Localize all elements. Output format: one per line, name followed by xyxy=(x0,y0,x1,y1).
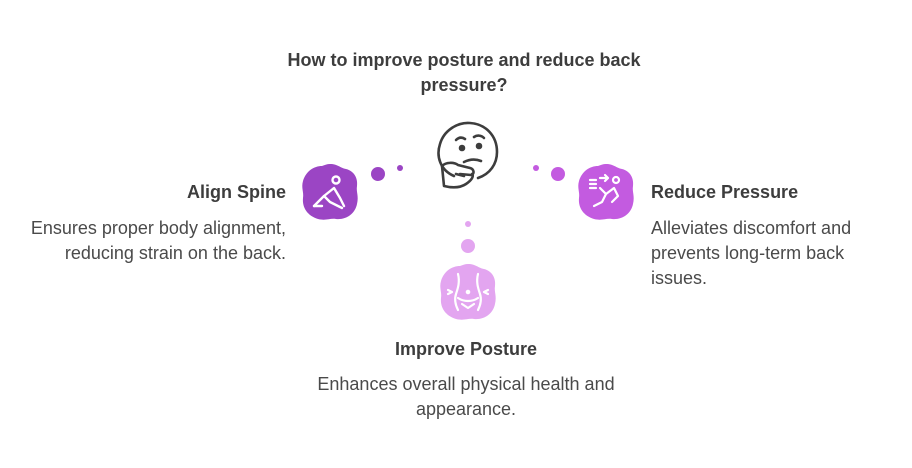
improve-posture-heading: Improve Posture xyxy=(394,339,538,359)
align-spine-heading: Align Spine xyxy=(187,182,286,202)
diagram-title: How to improve posture and reduce back p… xyxy=(287,50,641,95)
improve-posture-description: Enhances overall physical health and app… xyxy=(317,374,615,419)
connector-dot-left-small xyxy=(397,165,403,171)
connector-dot-bottom-small xyxy=(465,221,471,227)
torso-posture-icon xyxy=(440,264,496,320)
connector-dot-bottom-large xyxy=(461,239,475,253)
reduce-pressure-description: Alleviates discomfort and prevents long-… xyxy=(651,218,852,288)
reduce-pressure-heading: Reduce Pressure xyxy=(651,182,799,202)
connector-dot-right-large xyxy=(551,167,565,181)
stretching-person-icon xyxy=(302,164,358,220)
connector-dot-left-large xyxy=(371,167,385,181)
reclining-person-icon xyxy=(578,164,634,220)
align-spine-description: Ensures proper body alignment, reducing … xyxy=(30,218,286,263)
thinking-face-icon xyxy=(437,121,499,189)
connector-dot-right-small xyxy=(533,165,539,171)
